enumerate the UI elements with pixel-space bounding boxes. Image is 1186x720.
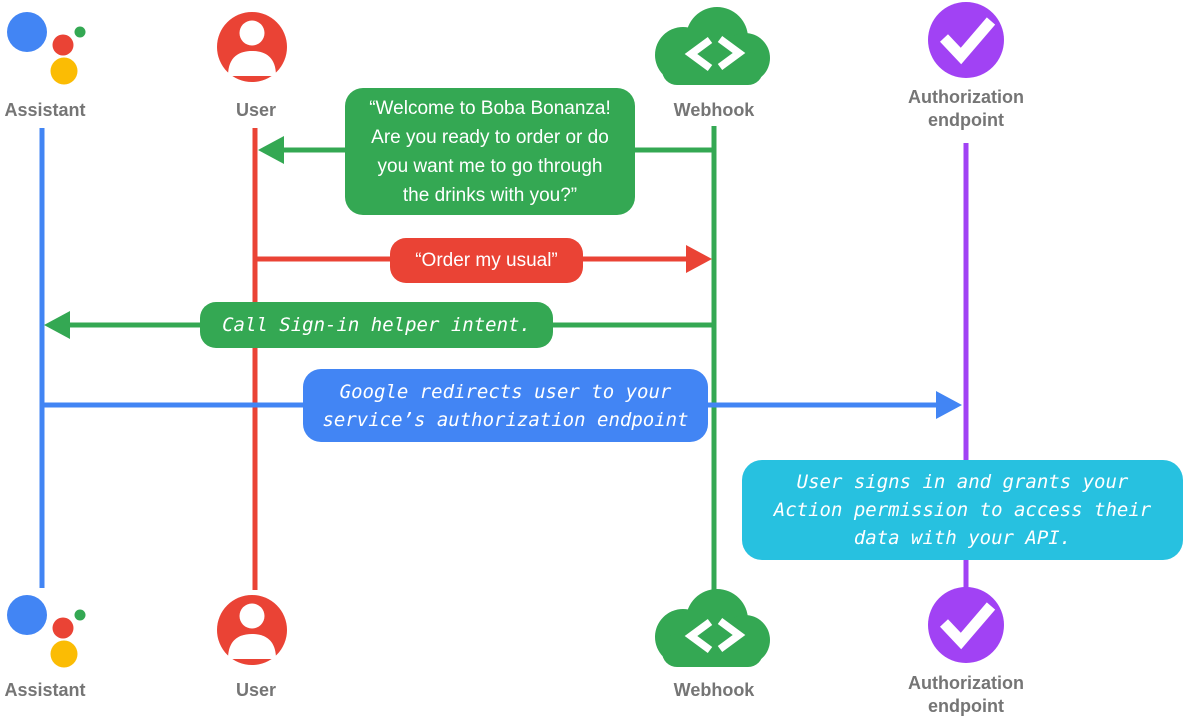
message-line: service’s authorization endpoint xyxy=(322,408,689,431)
message-box-signin: Call Sign-in helper intent. xyxy=(200,302,553,348)
message-line: data with your API. xyxy=(853,527,1072,549)
message-line: Google redirects user to your xyxy=(339,380,672,403)
assistant-icon xyxy=(7,12,86,85)
message-line: Are you ready to order or do xyxy=(371,126,609,148)
message-line: “Welcome to Boba Bonanza! xyxy=(369,97,611,119)
actor-label-assistant: Assistant xyxy=(4,680,86,700)
message-box-welcome: “Welcome to Boba Bonanza! Are you ready … xyxy=(345,88,635,215)
message-line: User signs in and grants your xyxy=(796,471,1129,493)
message-line: “Order my usual” xyxy=(415,250,558,271)
authorization-endpoint-icon xyxy=(928,587,1004,663)
message-line: the drinks with you?” xyxy=(402,184,578,206)
actor-label-authorization-endpoint: Authorization endpoint xyxy=(908,87,1024,130)
authorization-endpoint-icon xyxy=(928,2,1004,78)
actor-label-user: User xyxy=(235,680,277,700)
user-icon xyxy=(217,12,287,82)
assistant-icon xyxy=(7,595,86,668)
webhook-icon xyxy=(655,7,770,85)
actor-label-user: User xyxy=(235,100,277,120)
note-box-user-signs-in: User signs in and grants your Action per… xyxy=(742,460,1183,560)
actor-label-webhook: Webhook xyxy=(673,100,755,120)
actor-label-webhook: Webhook xyxy=(673,680,755,700)
actor-label-authorization-endpoint: Authorization endpoint xyxy=(908,673,1024,716)
message-box-order: “Order my usual” xyxy=(390,238,583,283)
message-line: Action permission to access their xyxy=(773,499,1152,521)
actor-label-assistant: Assistant xyxy=(4,100,86,120)
webhook-icon xyxy=(655,589,770,667)
message-box-redirect: Google redirects user to your service’s … xyxy=(303,369,708,442)
message-line: you want me to go through xyxy=(377,155,603,177)
message-line: Call Sign-in helper intent. xyxy=(222,314,531,336)
user-icon xyxy=(217,595,287,665)
